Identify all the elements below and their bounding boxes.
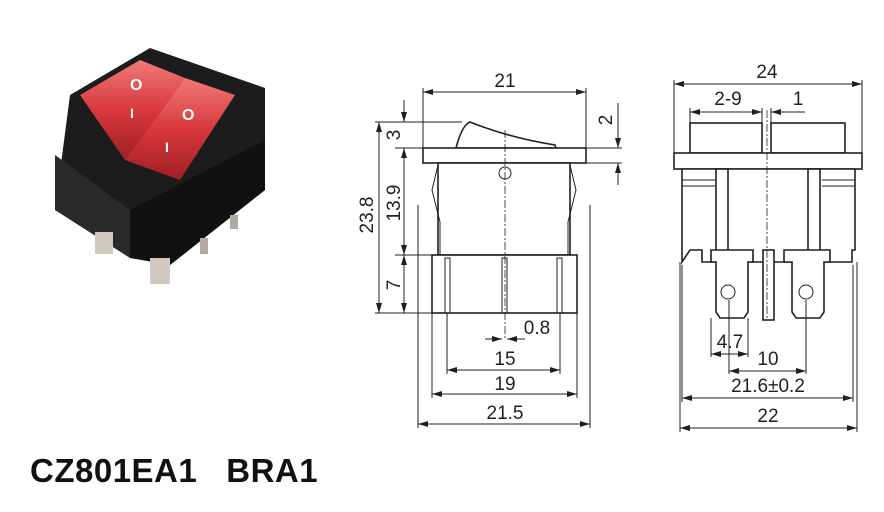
dim-terminal-width: 4.7 bbox=[717, 332, 743, 353]
model-title: CZ801EA1 BRA1 bbox=[30, 452, 319, 489]
cap-left bbox=[689, 122, 763, 154]
bezel bbox=[673, 152, 863, 170]
dim-bezel-height: 2 bbox=[596, 115, 617, 126]
dim-pin-height: 7 bbox=[384, 280, 405, 291]
dim-pin-width: 0.8 bbox=[524, 318, 550, 339]
terminal-right bbox=[783, 249, 831, 319]
front-view: 21 3 2 23.8 13.9 7 0.8 15 19 21.5 bbox=[357, 71, 622, 428]
product-photo: O I O I bbox=[55, 48, 265, 284]
dim-width-top: 21 bbox=[494, 71, 515, 92]
dim-side-width-top: 24 bbox=[756, 62, 778, 83]
terminal-left bbox=[710, 249, 754, 319]
dim-side-overall-width: 22 bbox=[757, 406, 778, 427]
dim-pin-pitch: 15 bbox=[494, 349, 515, 370]
dim-overall-width: 21.5 bbox=[487, 403, 524, 424]
cap-right bbox=[770, 122, 846, 154]
off-symbol: O bbox=[130, 77, 142, 94]
rocker-left bbox=[80, 60, 185, 160]
side-view: 24 2-9 1 4.7 10 21.6±0.2 22 bbox=[673, 62, 863, 432]
dim-base-width: 19 bbox=[494, 374, 515, 395]
body bbox=[437, 162, 571, 256]
bezel bbox=[422, 147, 587, 164]
rocker-outline bbox=[454, 121, 558, 149]
pin-block bbox=[431, 254, 578, 314]
terminal bbox=[95, 232, 113, 254]
off-symbol: O bbox=[182, 107, 194, 124]
dim-rocker-height: 3 bbox=[384, 130, 405, 141]
rocker-right bbox=[125, 78, 235, 180]
dim-clip-width: 21.6±0.2 bbox=[731, 376, 805, 397]
terminal bbox=[150, 258, 170, 284]
dim-cap-width: 2-9 bbox=[714, 89, 741, 110]
center-pin bbox=[762, 249, 775, 321]
dim-total-height: 23.8 bbox=[357, 197, 378, 234]
dim-body-height: 13.9 bbox=[384, 185, 405, 222]
on-symbol: I bbox=[130, 105, 134, 121]
on-symbol: I bbox=[165, 139, 169, 155]
dim-terminal-pitch: 10 bbox=[757, 349, 778, 370]
dim-gap: 1 bbox=[793, 89, 804, 110]
